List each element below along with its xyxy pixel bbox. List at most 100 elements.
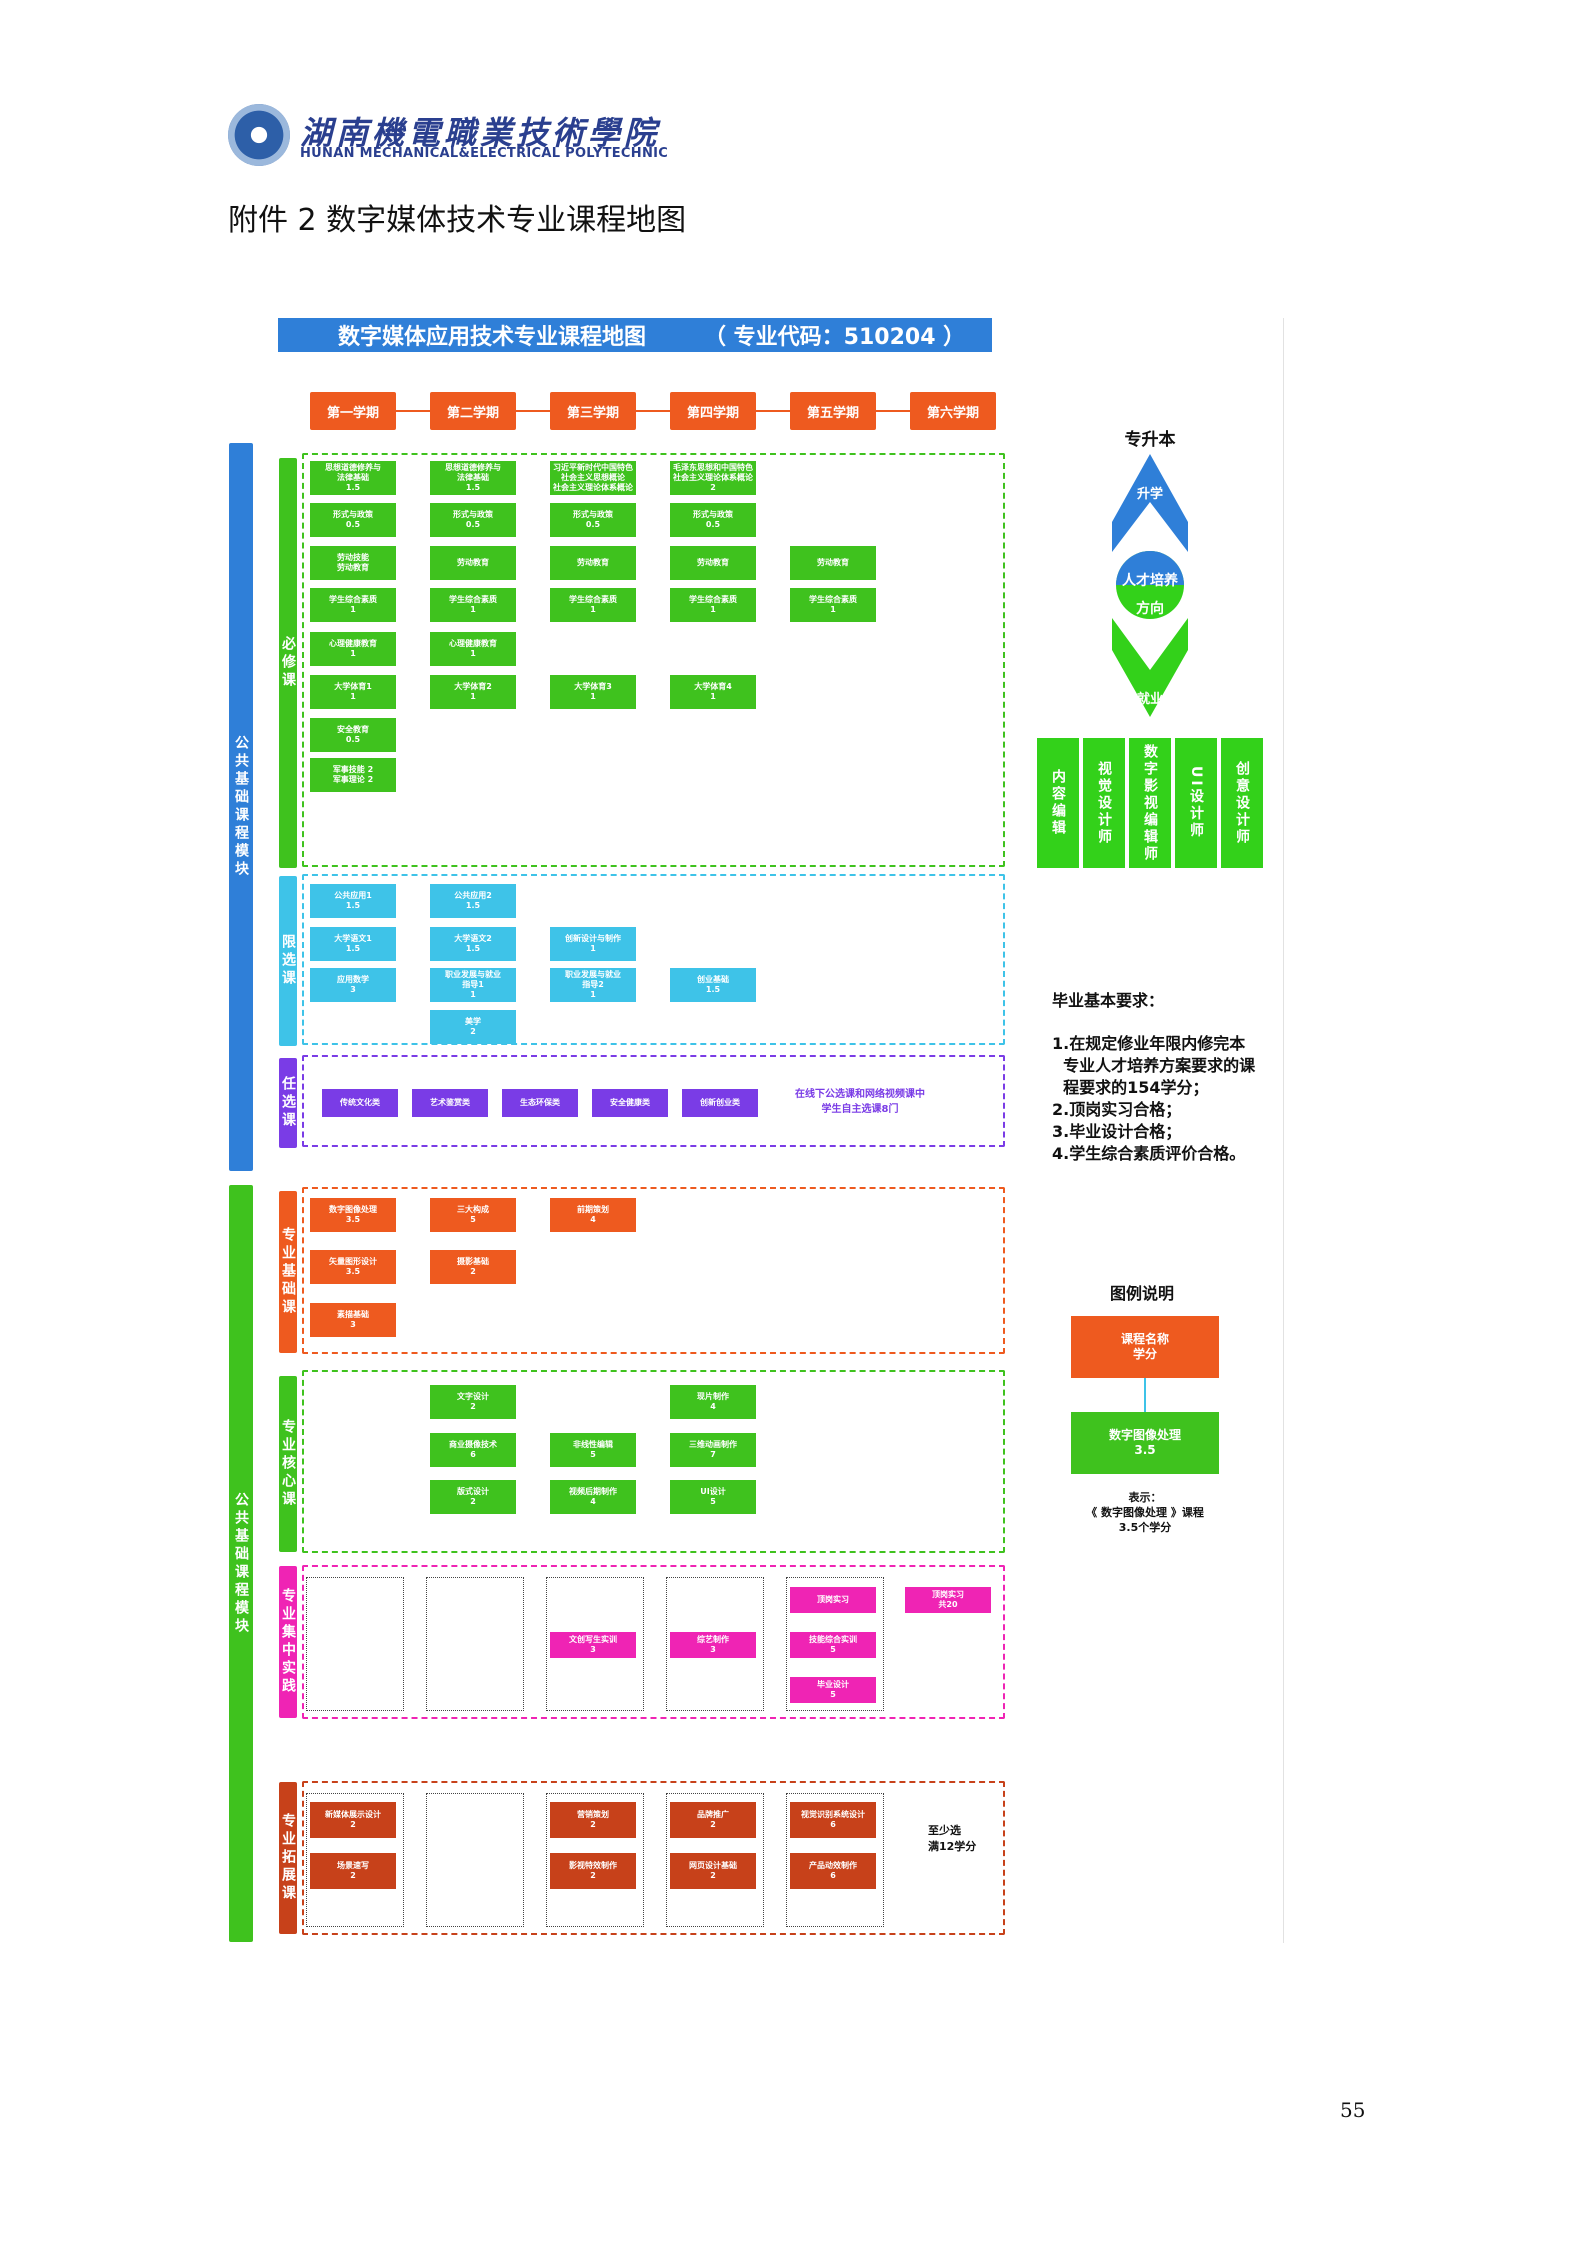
course-box-required: 学生综合素质 1 <box>670 588 756 622</box>
semester-arrow-icon <box>756 410 790 412</box>
course-box-required: 大学体育1 1 <box>310 675 396 709</box>
banner-title: 数字媒体应用技术专业课程地图 <box>338 325 647 350</box>
course-box-pro-basic: 数字图像处理 3.5 <box>310 1198 396 1232</box>
course-box-limited: 大学语文2 1.5 <box>430 927 516 961</box>
course-box-practice: 顶岗实习 共20 <box>905 1587 991 1613</box>
course-box-pro-core: 三维动画制作 7 <box>670 1433 756 1467</box>
label-center-top: 人才培养 <box>1122 573 1178 589</box>
frame-pro-core <box>302 1370 1005 1553</box>
course-box-required: 劳动教育 <box>670 546 756 580</box>
course-box-required: 劳动教育 <box>550 546 636 580</box>
semester-arrow-icon <box>636 410 670 412</box>
practice-cell <box>666 1577 764 1711</box>
course-box-elective: 创新创业类 <box>682 1089 758 1117</box>
course-box-required: 形式与政策 0.5 <box>310 503 396 537</box>
college-name-cn: 湖南機電職業技術學院 <box>300 114 661 152</box>
frame-elective <box>302 1055 1005 1147</box>
course-box-pro-core: 文字设计 2 <box>430 1385 516 1419</box>
course-box-required: 学生综合素质 1 <box>310 588 396 622</box>
career-item: 视觉设计师 <box>1083 738 1125 868</box>
course-box-pro-core: 商业摄像技术 6 <box>430 1433 516 1467</box>
frame-pro-practice <box>302 1565 1005 1719</box>
course-box-practice: 顶岗实习 <box>790 1587 876 1613</box>
course-box-required: 劳动教育 <box>790 546 876 580</box>
legend-title: 图例说明 <box>1110 1284 1175 1303</box>
category-pro-basic: 专业基础课 <box>279 1191 297 1353</box>
category-pro-core: 专业核心课 <box>279 1376 297 1552</box>
practice-cell <box>426 1577 524 1711</box>
category-pro-practice: 专业集中实践 <box>279 1566 297 1718</box>
frame-pro-ext <box>302 1781 1005 1935</box>
course-box-pro-basic: 前期策划 4 <box>550 1198 636 1232</box>
category-limited: 限选课 <box>279 876 297 1046</box>
semester-header: 第二学期 <box>430 392 516 430</box>
legend-sample-top: 课程名称 学分 <box>1071 1316 1219 1378</box>
semester-header: 第一学期 <box>310 392 396 430</box>
course-box-elective: 生态环保类 <box>502 1089 578 1117</box>
course-box-limited: 职业发展与就业 指导2 1 <box>550 968 636 1002</box>
legend-note-line2: 《 数字图像处理 》课程 <box>1086 1506 1204 1519</box>
requirement-line: 专业人才培养方案要求的课 <box>1052 1056 1256 1075</box>
course-box-required: 安全教育 0.5 <box>310 718 396 752</box>
legend-connector <box>1144 1378 1146 1412</box>
course-box-pro-basic: 素描基础 3 <box>310 1303 396 1337</box>
course-box-practice: 技能综合实训 5 <box>790 1632 876 1658</box>
requirement-line: 3.毕业设计合格； <box>1052 1122 1182 1141</box>
banner-code: （ 专业代码：510204 ） <box>704 325 966 350</box>
course-box-required: 学生综合素质 1 <box>550 588 636 622</box>
course-box-extension: 品牌推广 2 <box>670 1802 756 1838</box>
requirement-line: 程要求的154学分； <box>1052 1078 1209 1097</box>
legend-note-line3: 3.5个学分 <box>1118 1521 1172 1534</box>
course-box-required: 心理健康教育 1 <box>310 632 396 666</box>
course-box-pro-core: UI设计 5 <box>670 1480 756 1514</box>
category-required: 必修课 <box>279 458 297 868</box>
course-box-pro-core: 非线性编辑 5 <box>550 1433 636 1467</box>
practice-cell <box>546 1577 644 1711</box>
semester-header: 第四学期 <box>670 392 756 430</box>
course-box-required: 劳动技能 劳动教育 <box>310 546 396 580</box>
course-map-banner: 数字媒体应用技术专业课程地图 （ 专业代码：510204 ） <box>278 318 992 352</box>
course-box-extension: 营销策划 2 <box>550 1802 636 1838</box>
page-number: 55 <box>1340 2098 1366 2122</box>
document-title: 附件 2 数字媒体技术专业课程地图 <box>228 203 687 238</box>
legend-note-line1: 表示： <box>1128 1491 1162 1504</box>
semester-header: 第六学期 <box>910 392 996 430</box>
career-item: 数字影视编辑师 <box>1129 738 1171 868</box>
category-pro-ext: 专业拓展课 <box>279 1782 297 1934</box>
course-box-required: 思想道德修养与 法律基础 1.5 <box>430 461 516 495</box>
semester-header: 第三学期 <box>550 392 636 430</box>
extension-cell <box>666 1793 764 1927</box>
course-box-limited: 职业发展与就业 指导1 1 <box>430 968 516 1002</box>
course-box-elective: 安全健康类 <box>592 1089 668 1117</box>
course-box-practice: 文创写生实训 3 <box>550 1632 636 1658</box>
extension-cell <box>306 1793 404 1927</box>
requirement-line: 4.学生综合素质评价合格。 <box>1052 1144 1246 1163</box>
course-box-limited: 美学 2 <box>430 1010 516 1044</box>
course-box-required: 形式与政策 0.5 <box>670 503 756 537</box>
extension-cell <box>786 1793 884 1927</box>
career-item: UI设计师 <box>1175 738 1217 868</box>
course-box-pro-core: 视频后期制作 4 <box>550 1480 636 1514</box>
course-box-extension: 新媒体展示设计 2 <box>310 1802 396 1838</box>
course-box-practice: 综艺制作 3 <box>670 1632 756 1658</box>
course-box-pro-core: 版式设计 2 <box>430 1480 516 1514</box>
course-box-required: 军事技能 2 军事理论 2 <box>310 758 396 792</box>
course-box-extension: 网页设计基础 2 <box>670 1853 756 1889</box>
college-name-en: HUNAN MECHANICAL&ELECTRICAL POLYTECHNIC <box>300 146 669 161</box>
extension-cell <box>426 1793 524 1927</box>
category-elective: 任选课 <box>279 1058 297 1148</box>
course-box-elective: 艺术鉴赏类 <box>412 1089 488 1117</box>
course-box-required: 思想道德修养与 法律基础 1.5 <box>310 461 396 495</box>
career-item: 内容编辑 <box>1037 738 1079 868</box>
label-up: 升学 <box>1136 487 1163 502</box>
course-box-limited: 公共应用1 1.5 <box>310 884 396 918</box>
semester-arrow-icon <box>876 410 910 412</box>
semester-arrow-icon <box>396 410 430 412</box>
course-box-limited: 公共应用2 1.5 <box>430 884 516 918</box>
course-box-limited: 创新设计与制作 1 <box>550 927 636 961</box>
course-box-pro-basic: 三大构成 5 <box>430 1198 516 1232</box>
pro-ext-note: 至少选 满12学分 <box>928 1824 977 1853</box>
requirements-list: 1.在规定修业年限内修完本 专业人才培养方案要求的课 程要求的154学分；2.顶… <box>1052 1033 1255 1165</box>
practice-cell <box>306 1577 404 1711</box>
requirement-line: 2.顶岗实习合格； <box>1052 1100 1182 1119</box>
